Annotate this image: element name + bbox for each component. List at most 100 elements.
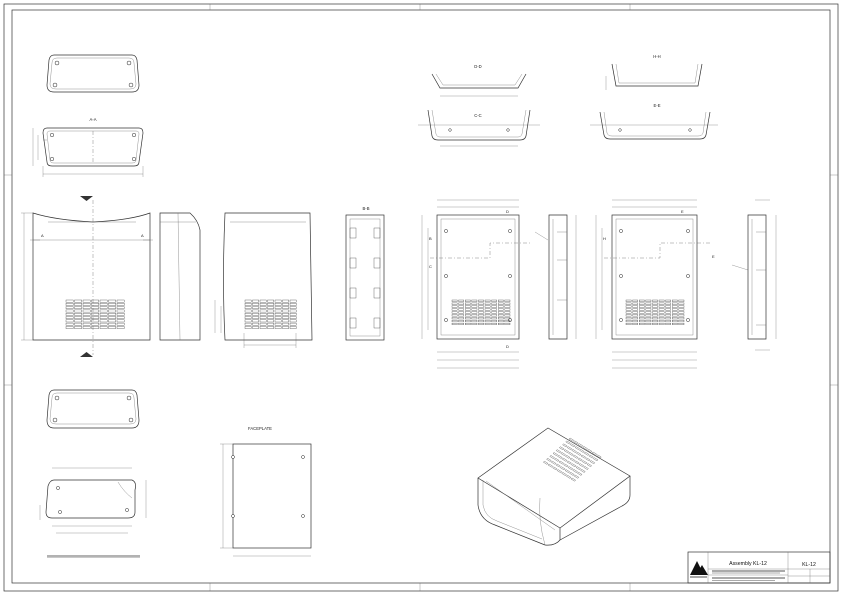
vent-slot	[74, 299, 82, 303]
vent-slot	[582, 460, 588, 465]
vent-slot	[99, 299, 108, 303]
vent-slot	[91, 309, 99, 313]
vent-slot	[577, 457, 583, 462]
vent-slot	[484, 314, 491, 317]
vent-slot	[504, 305, 511, 308]
vent-slot	[652, 302, 658, 305]
vent-slot	[632, 299, 638, 302]
vent-slot	[632, 317, 638, 320]
vent-slot	[471, 323, 478, 325]
vent-slot	[252, 299, 259, 303]
vent-slot	[498, 302, 504, 305]
vent-slot	[471, 308, 478, 311]
vent-slot	[632, 302, 638, 305]
vent-slot	[244, 322, 252, 326]
side-section-d	[534, 214, 577, 340]
section-arrow	[80, 196, 93, 201]
section-mark-d-top: D	[506, 209, 509, 214]
vent-slot	[91, 313, 99, 316]
vent-slot	[556, 469, 563, 474]
vent-slot	[550, 460, 557, 465]
vent-slot	[587, 448, 593, 453]
vent-slot	[639, 311, 645, 314]
vent-slot	[451, 320, 458, 323]
section-dd-label: D-D	[474, 64, 481, 69]
vent-slot	[552, 452, 558, 456]
vent-slot	[576, 451, 582, 456]
vent-slot	[267, 319, 274, 323]
vent-slot	[116, 313, 125, 316]
vent-slot	[74, 309, 82, 313]
vent-slot	[563, 449, 569, 453]
vent-slot	[282, 326, 289, 329]
vent-slot	[451, 323, 458, 325]
vent-slot	[484, 302, 491, 305]
vent-slot	[244, 303, 252, 306]
vent-slot	[244, 313, 252, 316]
vent-slot	[478, 311, 484, 314]
vent-grille	[451, 299, 511, 325]
vent-slot	[108, 309, 116, 313]
vent-slot	[99, 322, 108, 326]
vent-slot	[557, 455, 563, 459]
vent-slot	[91, 319, 99, 323]
vent-slot	[645, 323, 652, 325]
vent-slot	[625, 317, 632, 320]
vent-slot	[471, 311, 478, 314]
vent-slot	[672, 302, 678, 305]
vent-slot	[569, 472, 575, 476]
vent-slot	[484, 317, 491, 320]
vent-slot	[458, 308, 464, 311]
screw-hole	[54, 60, 60, 66]
vent-slot	[91, 299, 99, 303]
section-arrow	[80, 352, 93, 357]
vent-slot	[116, 299, 125, 303]
vent-slot	[282, 299, 289, 303]
vent-slot	[625, 305, 632, 308]
vent-slot	[99, 316, 108, 319]
vent-slot	[596, 454, 602, 459]
vent-slot	[562, 443, 568, 448]
screw-hole	[126, 60, 132, 66]
vent-slot	[555, 449, 562, 454]
vent-slot	[65, 316, 74, 319]
vent-slot	[289, 306, 297, 309]
vent-slot	[82, 316, 91, 319]
vent-slot	[244, 326, 252, 329]
vent-slot	[645, 299, 652, 302]
vent-slot	[99, 326, 108, 329]
vent-slot	[665, 305, 671, 308]
vent-slot	[560, 466, 566, 471]
vent-slot	[625, 314, 632, 317]
vent-slot	[498, 323, 504, 325]
vent-slot	[65, 309, 74, 313]
vent-slot	[471, 299, 478, 302]
vent-slot	[458, 305, 464, 308]
vent-slot	[458, 320, 464, 323]
vent-slot	[665, 323, 671, 325]
vent-slot	[665, 302, 671, 305]
vent-slot	[74, 322, 82, 326]
vent-slot	[108, 326, 116, 329]
vent-slot	[65, 319, 74, 323]
screw-hole	[128, 82, 134, 88]
vent-slot	[289, 309, 297, 313]
vent-slot	[274, 316, 282, 319]
vent-slot	[252, 319, 259, 323]
vent-slot	[91, 303, 99, 306]
vent-slot	[471, 314, 478, 317]
vent-slot	[572, 454, 579, 459]
section-aa-label: A-A	[90, 117, 97, 122]
vent-slot	[267, 303, 274, 306]
vent-slot	[471, 320, 478, 323]
vent-slot	[471, 302, 478, 305]
vent-slot	[658, 317, 665, 320]
isometric-view	[477, 427, 631, 546]
vent-slot	[108, 313, 116, 316]
vent-slot	[82, 319, 91, 323]
vent-slot	[672, 320, 678, 323]
vent-slot	[639, 323, 645, 325]
vent-slot	[588, 454, 594, 459]
vent-slot	[274, 319, 282, 323]
vent-slot	[259, 326, 267, 329]
